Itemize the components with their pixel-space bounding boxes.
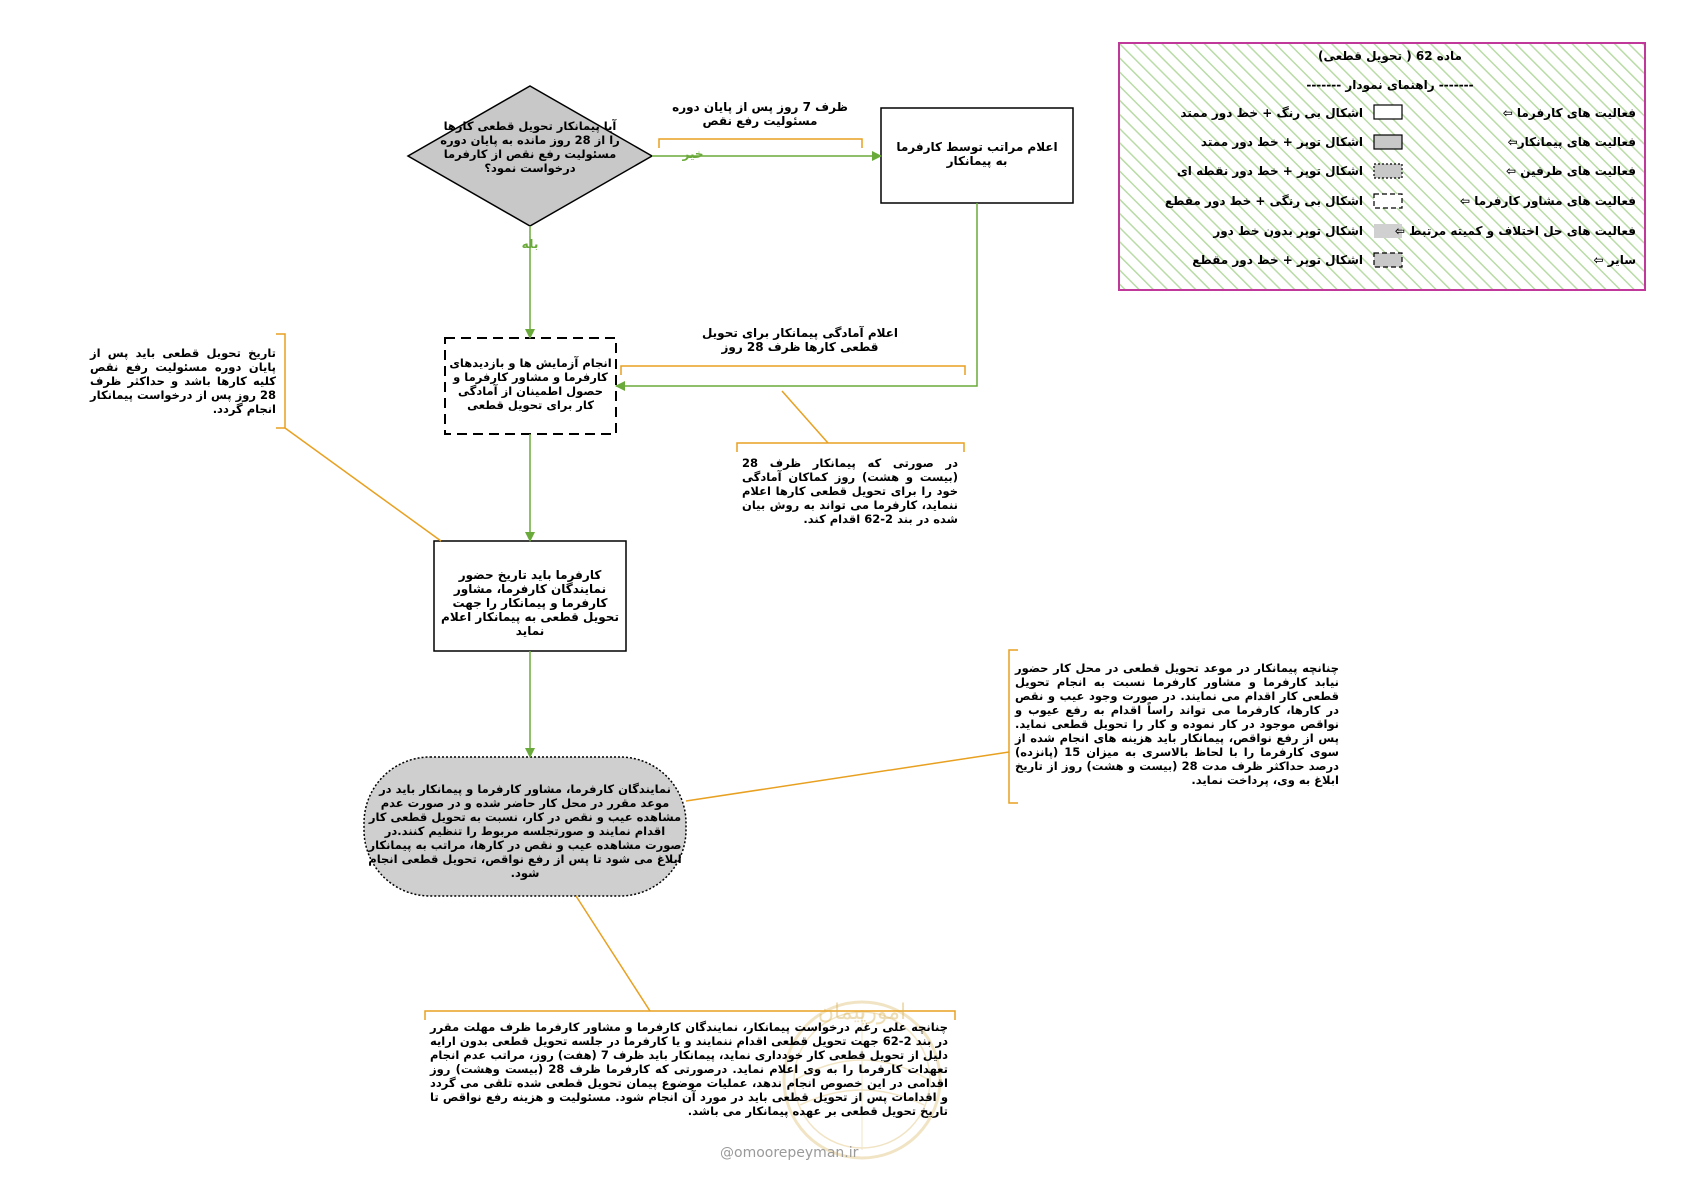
watermark-logo xyxy=(782,1000,942,1160)
legend-shape-employer: اشکال بی رنگ + خط دور ممتد xyxy=(1180,106,1363,120)
bracket-7-days xyxy=(658,138,863,148)
bracket-final-date xyxy=(276,333,286,429)
legend-shape-both: اشکال توپر + خط دور نقطه ای xyxy=(1176,164,1363,178)
label-readiness-28-days: اعلام آمادگی پیمانکار برای تحویل قطعی کا… xyxy=(701,326,899,354)
employer-date-box xyxy=(433,540,627,652)
leader-final-date xyxy=(284,427,442,542)
legend-swatch-contractor xyxy=(1373,134,1403,150)
leader-contractor-absent xyxy=(685,751,1010,802)
watermark-logo-text: امورپیمان xyxy=(817,1000,907,1025)
label-no: خیر xyxy=(681,147,703,161)
note-if-28: در صورتی که پیمانکار ظرف 28 (بیست و هشت)… xyxy=(742,456,958,526)
legend-actor-contractor: فعالیت های پیمانکار⇦ xyxy=(1507,135,1636,149)
employer-notice-text: اعلام مراتب توسط کارفرما به پیمانکار xyxy=(896,140,1058,168)
label-within-7-days: ظرف 7 روز پس از پایان دوره مسئولیت رفع ن… xyxy=(672,100,848,128)
employer-date-text: کارفرما باید تاریخ حضور نمایندگان کارفرم… xyxy=(441,568,619,638)
legend-actor-both: فعالیت های طرفین ⇦ xyxy=(1506,164,1636,178)
legend-actor-consultant: فعالیت های مشاور کارفرما ⇦ xyxy=(1460,194,1636,208)
note-representatives-absent: چنانچه علی رغم درخواست پیمانکار، نمایندگ… xyxy=(430,1020,948,1118)
legend-swatch-dispute xyxy=(1374,224,1402,238)
bracket-if-28 xyxy=(736,442,965,452)
bracket-representatives-absent xyxy=(424,1010,956,1020)
leader-if-28 xyxy=(781,390,829,444)
leader-representatives-absent xyxy=(575,895,651,1012)
legend-subtitle: ------- راهنمای نمودار ------- xyxy=(1306,78,1474,92)
watermark-url: @omoorepeyman.ir xyxy=(720,1145,859,1161)
note-contractor-absent: چنانچه پیمانکار در موعد تحویل قطعی در مح… xyxy=(1015,661,1340,787)
legend-shape-other: اشکال توپر + خط دور مقطع xyxy=(1192,253,1363,267)
arrow-readiness xyxy=(615,203,978,391)
legend-actor-employer: فعالیت های کارفرما ⇦ xyxy=(1502,106,1636,120)
label-yes: بله xyxy=(522,237,539,251)
legend-shape-contractor: اشکال توپر + خط دور ممتد xyxy=(1200,135,1363,149)
legend-actor-other: سایر ⇦ xyxy=(1593,253,1636,267)
bracket-contractor-absent xyxy=(1008,649,1018,804)
legend-swatch-both xyxy=(1373,163,1403,179)
consultant-tests-text: انجام آزمایش ها و بازدیدهای کارفرما و مش… xyxy=(449,356,612,412)
consultant-tests-box xyxy=(444,337,617,435)
joint-session-text: نمایندگان کارفرما، مشاور کارفرما و پیمان… xyxy=(368,782,682,880)
legend-shape-dispute: اشکال توپر بدون خط دور xyxy=(1213,224,1363,238)
legend-shape-consultant: اشکال بی رنگی + خط دور مقطع xyxy=(1164,194,1363,208)
legend-title: ماده 62 ( تحویل قطعی) xyxy=(1318,49,1462,63)
legend-actor-dispute: فعالیت های حل اختلاف و کمیته مرتبط ⇦ xyxy=(1394,224,1636,238)
legend-swatch-consultant xyxy=(1373,193,1403,209)
note-final-date: تاریخ تحویل قطعی باید پس از پایان دوره م… xyxy=(90,346,276,416)
bracket-28-days xyxy=(620,365,966,375)
legend-swatch-employer xyxy=(1373,104,1403,120)
joint-session-shape xyxy=(363,756,687,897)
legend-swatch-other xyxy=(1373,252,1403,268)
decision-text: آیا پیمانکار تحویل قطعی کارها را از 28 ر… xyxy=(440,119,620,175)
